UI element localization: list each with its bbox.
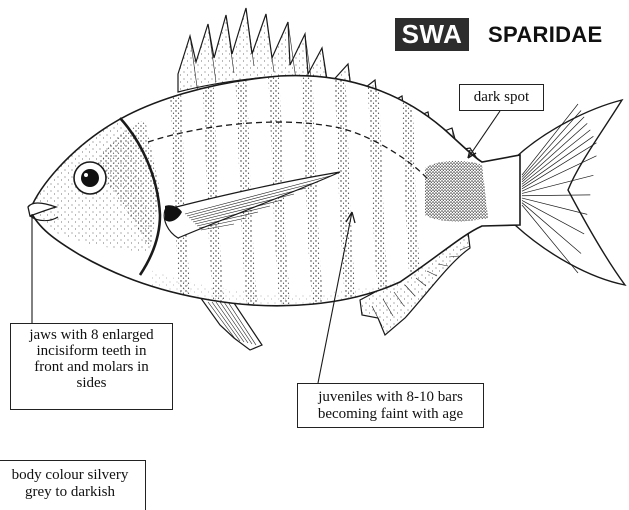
callout-line: dark spot [463,87,540,107]
callout-jaws: jaws with 8 enlarged incisiform teeth in… [10,323,173,410]
callout-line: sides [14,375,169,391]
callout-line: incisiform teeth in [14,343,169,359]
callout-line: juveniles with 8-10 bars [301,389,480,406]
callout-line: jaws with 8 enlarged [14,327,169,343]
caudal-fin [515,100,625,285]
callout-dark-spot: dark spot [459,84,544,111]
dark-spot-marking [425,161,488,222]
callout-line: front and molars in [14,359,169,375]
callout-line: becoming faint with age [301,406,480,423]
callout-line: grey to darkish [0,484,142,501]
family-name: SPARIDAE [488,20,602,50]
leader-dark-spot [468,111,500,158]
callout-juveniles: juveniles with 8-10 bars becoming faint … [297,383,484,428]
callout-body-colour: body colour silvery grey to darkish [0,460,146,510]
fao-code-badge: SWA [395,18,469,51]
callout-line: body colour silvery [0,467,142,484]
